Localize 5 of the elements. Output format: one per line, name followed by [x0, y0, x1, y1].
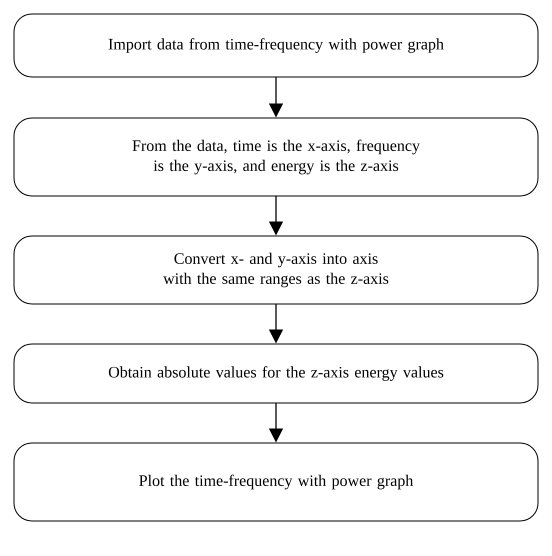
process-box: Obtain absolute values for the z-axis energy values — [14, 344, 538, 404]
process-box: Plot the time-frequency with power graph — [14, 442, 538, 522]
process-box: From the data, time is the x-axis, frequency is the y-axis, and energy is the z-axis — [14, 118, 538, 196]
process-box: Convert x- and y-axis into axis with the same ranges as the z-axis — [14, 236, 538, 304]
process-box: Import data from time-frequency with power graph — [14, 14, 538, 78]
